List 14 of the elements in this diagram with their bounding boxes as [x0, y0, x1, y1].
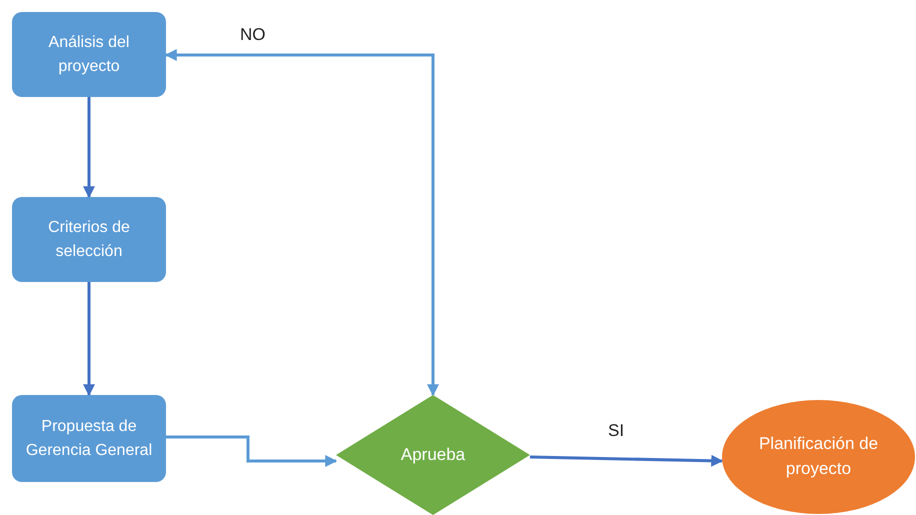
arrow — [83, 282, 95, 396]
arrow — [166, 436, 338, 467]
process-box — [12, 395, 166, 482]
decision-diamond — [336, 395, 530, 515]
node-text: Aprueba — [400, 444, 466, 466]
arrow — [530, 454, 724, 467]
process-box — [12, 12, 166, 97]
arrow — [164, 49, 439, 396]
node-text: Criterios de selección — [47, 218, 131, 262]
process-box — [12, 197, 166, 282]
node-text: Análisis del proyecto — [48, 33, 130, 76]
node-text: Propuesta de Gerencia General — [24, 417, 154, 460]
arrow — [83, 97, 95, 198]
node-text: Planificación de proyecto — [758, 433, 880, 480]
